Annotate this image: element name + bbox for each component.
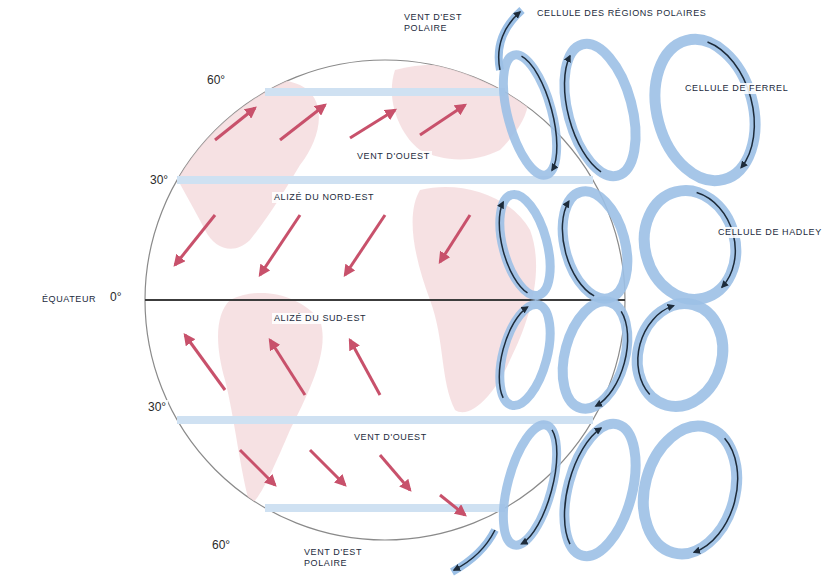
wind-arrow: [280, 105, 325, 140]
wind-arrow: [380, 455, 410, 490]
cell-label: CELLULE DES RÉGIONS POLAIRES: [535, 8, 708, 19]
wind-arrow: [345, 215, 385, 275]
wind-arrow: [420, 105, 465, 135]
cell-label: CELLULE DE HADLEY: [716, 227, 824, 238]
wind-arrow: [440, 495, 465, 515]
latitude-label: 60°: [210, 538, 232, 552]
cell-loop: [551, 36, 648, 184]
latitude-band: [177, 176, 593, 184]
latitude-label: 60°: [205, 73, 227, 87]
wind-arrow: [350, 110, 395, 138]
wind-arrow: [310, 450, 345, 485]
wind-label: VENT D'EST POLAIRE: [402, 12, 486, 34]
cell-loop: [552, 294, 639, 416]
cell-label: CELLULE DE FERREL: [683, 83, 790, 94]
latitude-band: [177, 416, 593, 424]
equator-label: ÉQUATEUR: [40, 294, 98, 305]
latitude-band: [265, 88, 505, 96]
circulation-cells: [452, 10, 770, 572]
cell-loop: [493, 49, 568, 180]
wind-arrow: [350, 340, 380, 395]
wind-arrow: [240, 450, 275, 485]
cell-loop: [551, 184, 638, 306]
cell-loop: [490, 189, 560, 301]
cell-loop: [626, 294, 734, 416]
continents: [160, 65, 536, 505]
wind-arrow: [260, 215, 300, 275]
latitude-band: [265, 504, 505, 512]
polar-arrow: [454, 530, 495, 570]
cell-loop: [630, 416, 752, 565]
polar-ribbon: [452, 530, 495, 572]
cell-loop: [490, 299, 560, 411]
latitude-label: 30°: [148, 173, 170, 187]
wind-arrow: [185, 335, 225, 390]
wind-label: VENT D'OUEST: [355, 151, 432, 162]
equator-line: [145, 299, 625, 301]
polar-arrow: [499, 12, 520, 70]
continent: [218, 293, 323, 505]
polar-ribbon: [499, 10, 522, 70]
wind-arrows: [175, 105, 470, 515]
wind-arrow: [440, 215, 470, 262]
wind-arrow: [215, 108, 255, 140]
wind-label: VENT D'OUEST: [352, 432, 429, 443]
wind-label: VENT D'EST POLAIRE: [302, 547, 386, 569]
cell-loop: [640, 28, 770, 192]
cell-loop: [632, 180, 747, 310]
wind-label: ALIZÉ DU NORD-EST: [272, 192, 376, 203]
latitude-label: 30°: [146, 400, 168, 414]
cell-loop: [551, 416, 648, 564]
wind-label: ALIZÉ DU SUD-EST: [272, 313, 368, 324]
wind-arrow: [270, 340, 305, 395]
latitude-label: 0°: [108, 290, 123, 304]
cell-loop: [493, 419, 568, 550]
wind-arrow: [175, 215, 215, 265]
